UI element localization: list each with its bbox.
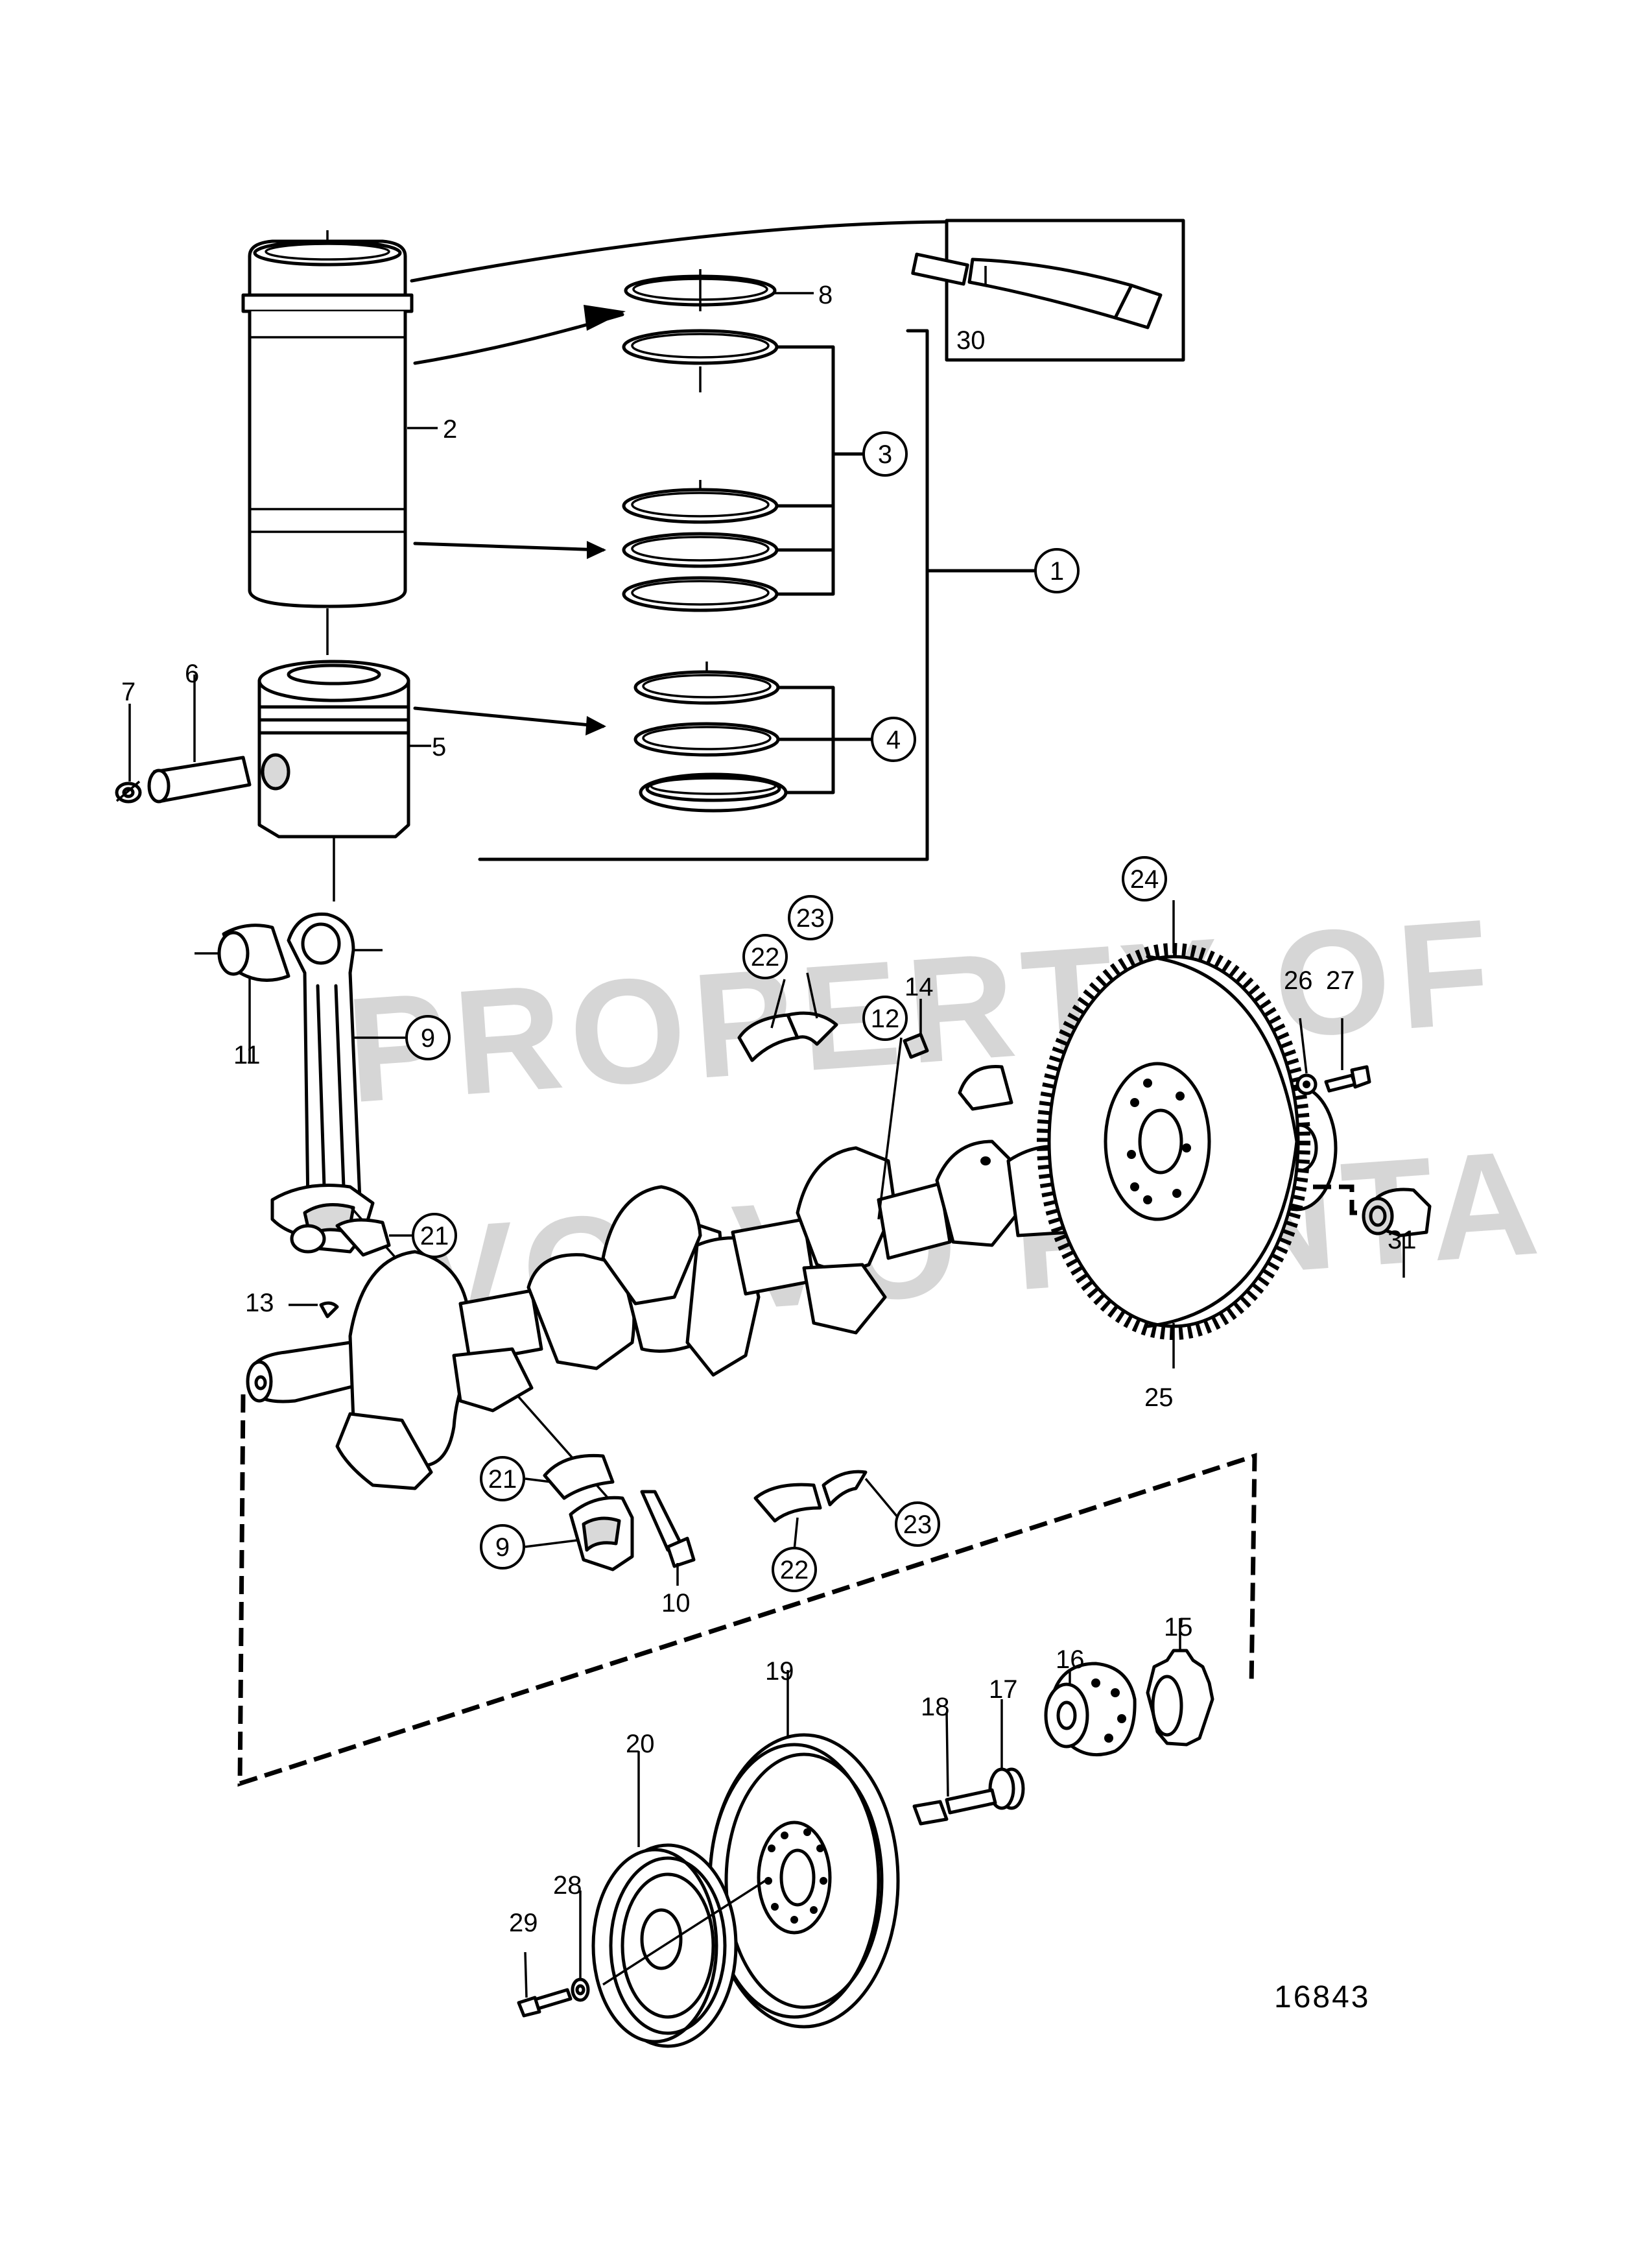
svg-text:22: 22: [780, 1556, 809, 1584]
callout-26: 26: [1284, 966, 1313, 995]
svg-text:24: 24: [1130, 865, 1159, 894]
rod-cap-9-and-bolt-10: [525, 1490, 696, 1586]
flywheel-bolt-and-washer: [1295, 1018, 1371, 1095]
svg-text:21: 21: [420, 1222, 449, 1250]
callout-5: 5: [432, 733, 446, 761]
flywheel: [1037, 900, 1310, 1368]
bolt-18: [912, 1712, 997, 1826]
callout-28: 28: [553, 1871, 582, 1900]
callout-29: 29: [509, 1909, 538, 1937]
svg-text:22: 22: [751, 943, 780, 972]
svg-text:23: 23: [796, 904, 825, 933]
plug: [903, 999, 929, 1059]
svg-text:1: 1: [1050, 557, 1064, 586]
kit-bracket-1: [478, 329, 1036, 861]
callout-31: 31: [1388, 1226, 1417, 1254]
main-bearing-lower-22-23: [753, 1470, 899, 1551]
pulley-19: [708, 1670, 900, 2029]
callout-labels: 8 2 30 5 6 7 11 13 14 26 27 31 25 10 15 …: [121, 281, 1417, 1937]
svg-text:9: 9: [495, 1533, 510, 1562]
pulley-20: [591, 1751, 738, 2048]
callout-circle-21-upper: 21: [412, 1213, 457, 1258]
callout-17: 17: [989, 1675, 1018, 1704]
callout-circle-3: 3: [862, 431, 908, 477]
callout-circle-9-cap: 9: [480, 1524, 525, 1570]
callout-19: 19: [765, 1657, 794, 1686]
callout-10: 10: [661, 1589, 691, 1617]
callout-30: 30: [956, 326, 986, 355]
svg-text:4: 4: [886, 726, 901, 754]
svg-text:12: 12: [871, 1005, 900, 1033]
piston-ring-set-4: [633, 662, 874, 813]
callout-13: 13: [245, 1289, 274, 1317]
callout-20: 20: [626, 1730, 655, 1758]
bolt-29: [517, 1952, 573, 2018]
callout-7: 7: [121, 678, 136, 706]
callout-circle-21-lower: 21: [480, 1456, 525, 1501]
sealant-tube-box: [911, 219, 1185, 362]
seal-ring-8: [624, 269, 814, 311]
svg-text:9: 9: [421, 1024, 435, 1053]
svg-text:21: 21: [488, 1465, 517, 1494]
washer-17: [988, 1699, 1025, 1810]
hub-16: [1044, 1662, 1137, 1757]
callout-11: 11: [233, 1041, 261, 1069]
callout-8: 8: [818, 281, 833, 309]
rod-bearing-lower-21: [525, 1453, 615, 1500]
callout-14: 14: [905, 973, 934, 1001]
callout-2: 2: [443, 415, 457, 444]
callout-circle-1: 1: [1034, 548, 1080, 593]
circled-callouts: 3 1 4 24 22 23 12 9 21 21 9 22 23: [405, 431, 1167, 1592]
callout-15: 15: [1164, 1613, 1193, 1641]
main-bearing-upper-22-23: [737, 972, 838, 1062]
svg-text:23: 23: [903, 1510, 932, 1539]
connecting-rod: [270, 913, 405, 1254]
piston: [257, 660, 431, 901]
callout-circle-4: 4: [871, 717, 916, 762]
callout-18: 18: [921, 1693, 950, 1721]
callout-27: 27: [1326, 966, 1355, 995]
callout-circle-22-upper: 22: [742, 934, 788, 979]
svg-text:3: 3: [878, 440, 892, 469]
callout-16: 16: [1056, 1645, 1085, 1674]
callout-circle-22-lower: 22: [772, 1547, 817, 1592]
callout-circle-24: 24: [1122, 856, 1167, 901]
piston-pin-and-circlip: [115, 674, 252, 804]
washer-28: [571, 1891, 590, 2002]
watermark-line-1: PROPERTY OF: [342, 887, 1502, 1134]
callout-circle-9-rod: 9: [405, 1015, 451, 1060]
woodruff-key: [289, 1301, 339, 1319]
callout-circle-23-lower: 23: [895, 1501, 940, 1547]
rod-bearing-upper-21: [335, 1218, 415, 1257]
crankshaft-gear: [1146, 1618, 1214, 1747]
drawing-number: 16843: [1274, 1980, 1370, 2014]
callout-25: 25: [1144, 1383, 1174, 1412]
cylinder-liner: [241, 230, 414, 655]
piston-ring-set-3: [622, 329, 864, 612]
pilot-bearing-bushing: [1362, 1188, 1432, 1278]
connecting-rod-bushing: [195, 924, 290, 1064]
callout-circle-23-upper: 23: [788, 895, 833, 940]
callout-6: 6: [185, 660, 199, 688]
callout-circle-12: 12: [862, 996, 908, 1041]
